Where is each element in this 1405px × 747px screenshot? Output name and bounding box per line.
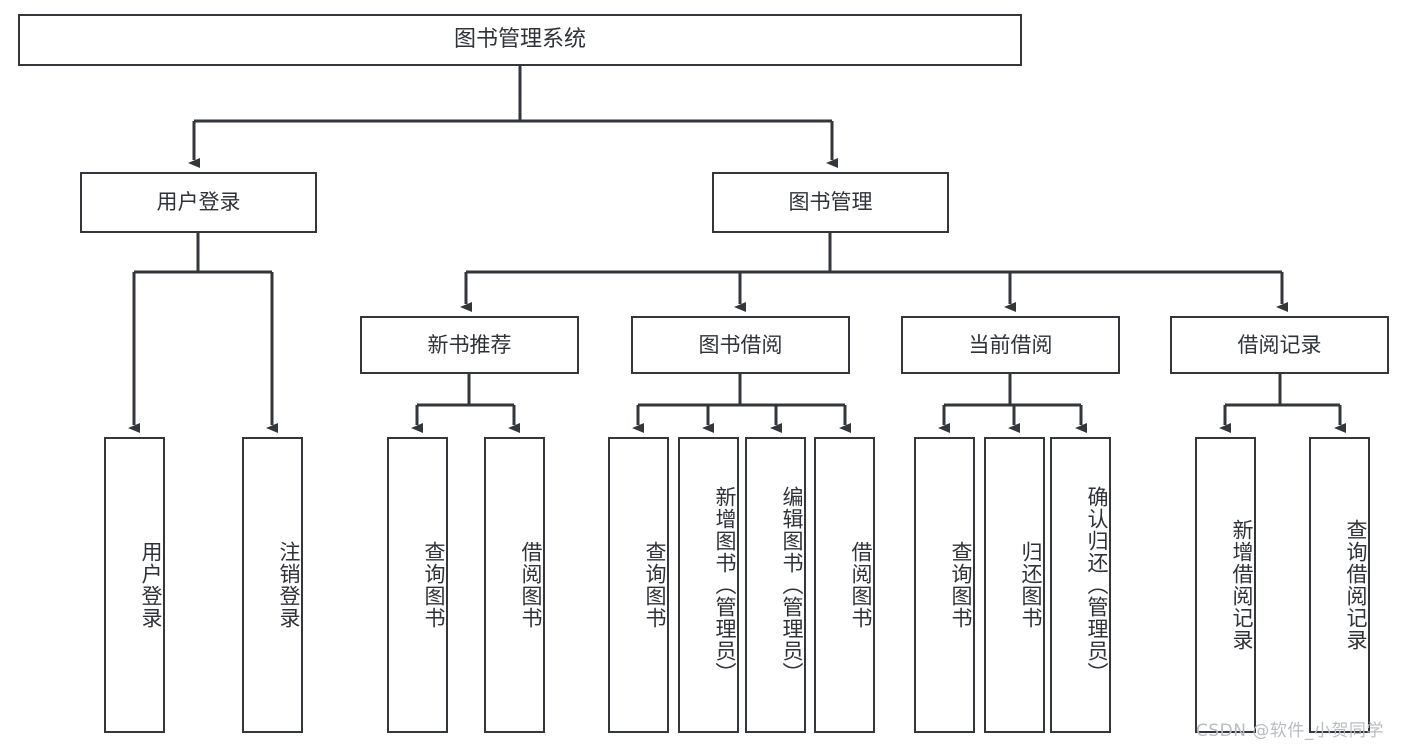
leaf-label: 查询图书 xyxy=(643,541,667,629)
leaf-label: 新增图书（管理员） xyxy=(713,486,737,684)
leaf-label: 归还图书 xyxy=(1019,541,1043,629)
leaf-label: 查询借阅记录 xyxy=(1344,519,1368,651)
leaf-return-book[interactable]: 归还图书 xyxy=(984,437,1045,733)
leaf-user-login[interactable]: 用户登录 xyxy=(104,437,165,733)
node-book-management[interactable]: 图书管理 xyxy=(712,172,949,233)
leaf-label: 查询图书 xyxy=(949,541,973,629)
node-user-login[interactable]: 用户登录 xyxy=(80,172,317,233)
node-borrow-record[interactable]: 借阅记录 xyxy=(1170,316,1389,374)
leaf-borrow-book-recommend[interactable]: 借阅图书 xyxy=(484,437,545,733)
leaf-label: 确认归还（管理员） xyxy=(1085,486,1109,684)
node-current-borrow[interactable]: 当前借阅 xyxy=(901,316,1120,374)
leaf-query-book-borrow[interactable]: 查询图书 xyxy=(608,437,669,733)
leaf-label: 借阅图书 xyxy=(849,541,873,629)
leaf-add-book-admin[interactable]: 新增图书（管理员） xyxy=(678,437,739,733)
csdn-watermark: CSDN @软件_小贺同学 xyxy=(1196,721,1384,741)
leaf-label: 新增借阅记录 xyxy=(1230,519,1254,651)
leaf-label: 用户登录 xyxy=(139,541,163,629)
leaf-edit-book-admin[interactable]: 编辑图书（管理员） xyxy=(745,437,806,733)
leaf-query-borrow-record[interactable]: 查询借阅记录 xyxy=(1309,437,1370,733)
leaf-label: 编辑图书（管理员） xyxy=(780,486,804,684)
leaf-label: 查询图书 xyxy=(422,541,446,629)
leaf-borrow-book[interactable]: 借阅图书 xyxy=(814,437,875,733)
leaf-label: 注销登录 xyxy=(277,541,301,629)
node-new-book-recommend[interactable]: 新书推荐 xyxy=(360,316,579,374)
leaf-query-book-recommend[interactable]: 查询图书 xyxy=(387,437,448,733)
leaf-user-logout[interactable]: 注销登录 xyxy=(242,437,303,733)
node-root-system[interactable]: 图书管理系统 xyxy=(18,14,1022,66)
leaf-add-borrow-record[interactable]: 新增借阅记录 xyxy=(1195,437,1256,733)
leaf-query-book-current[interactable]: 查询图书 xyxy=(914,437,975,733)
node-book-borrow[interactable]: 图书借阅 xyxy=(631,316,850,374)
leaf-label: 借阅图书 xyxy=(519,541,543,629)
leaf-confirm-return-admin[interactable]: 确认归还（管理员） xyxy=(1050,437,1111,733)
